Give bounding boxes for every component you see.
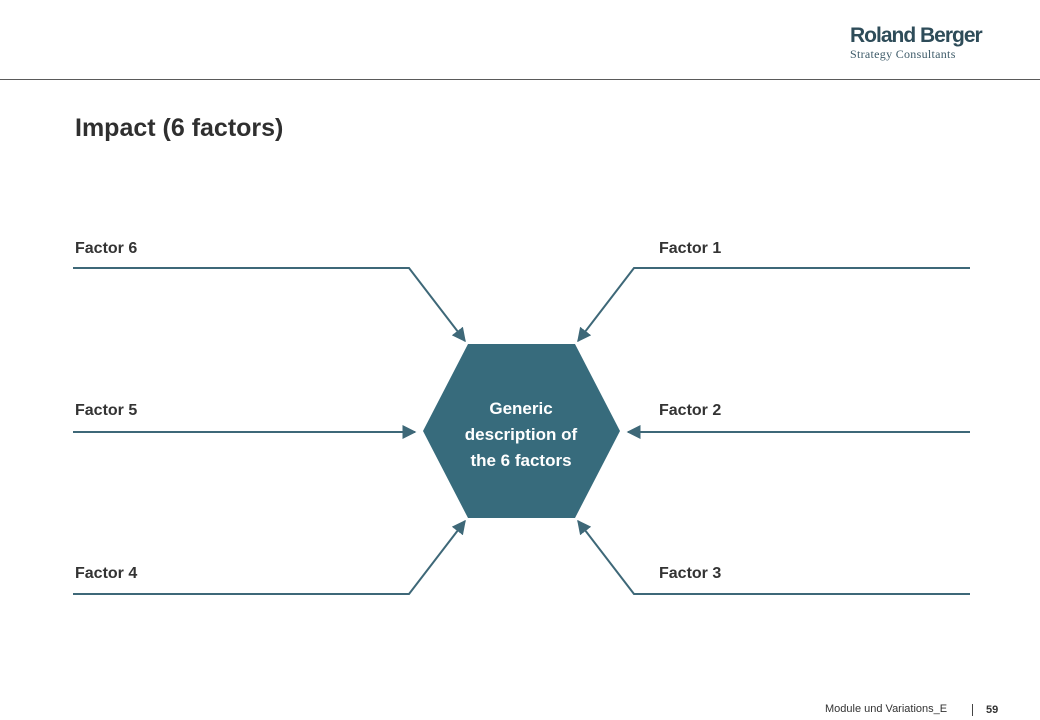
factor-4-connector [73, 519, 466, 595]
factor-4-label: Factor 4 [75, 565, 138, 582]
brand-logo: Roland Berger Strategy Consultants [850, 24, 983, 62]
center-description: Generic description of the 6 factors [438, 396, 604, 474]
footer-separator [972, 704, 973, 716]
center-hexagon [423, 344, 620, 518]
center-line-1: Generic [489, 399, 553, 418]
factor-5-label: Factor 5 [75, 402, 138, 419]
page-number: 59 [986, 704, 999, 716]
brand-name: Roland Berger [850, 24, 983, 47]
page-title: Impact (6 factors) [75, 114, 284, 142]
footer-module: Module und Variations_E [825, 703, 948, 715]
factor-2-label: Factor 2 [659, 402, 722, 419]
factor-6-label: Factor 6 [75, 240, 138, 257]
header-divider [0, 79, 1040, 80]
factor-6-connector [73, 267, 466, 343]
factor-3-label: Factor 3 [659, 565, 722, 582]
factor-1-connector [577, 267, 970, 343]
brand-subtitle: Strategy Consultants [850, 47, 956, 61]
center-line-2: description of [464, 425, 578, 444]
factor-3-connector [577, 519, 970, 595]
center-line-3: the 6 factors [470, 451, 572, 470]
factor-1-label: Factor 1 [659, 240, 722, 257]
